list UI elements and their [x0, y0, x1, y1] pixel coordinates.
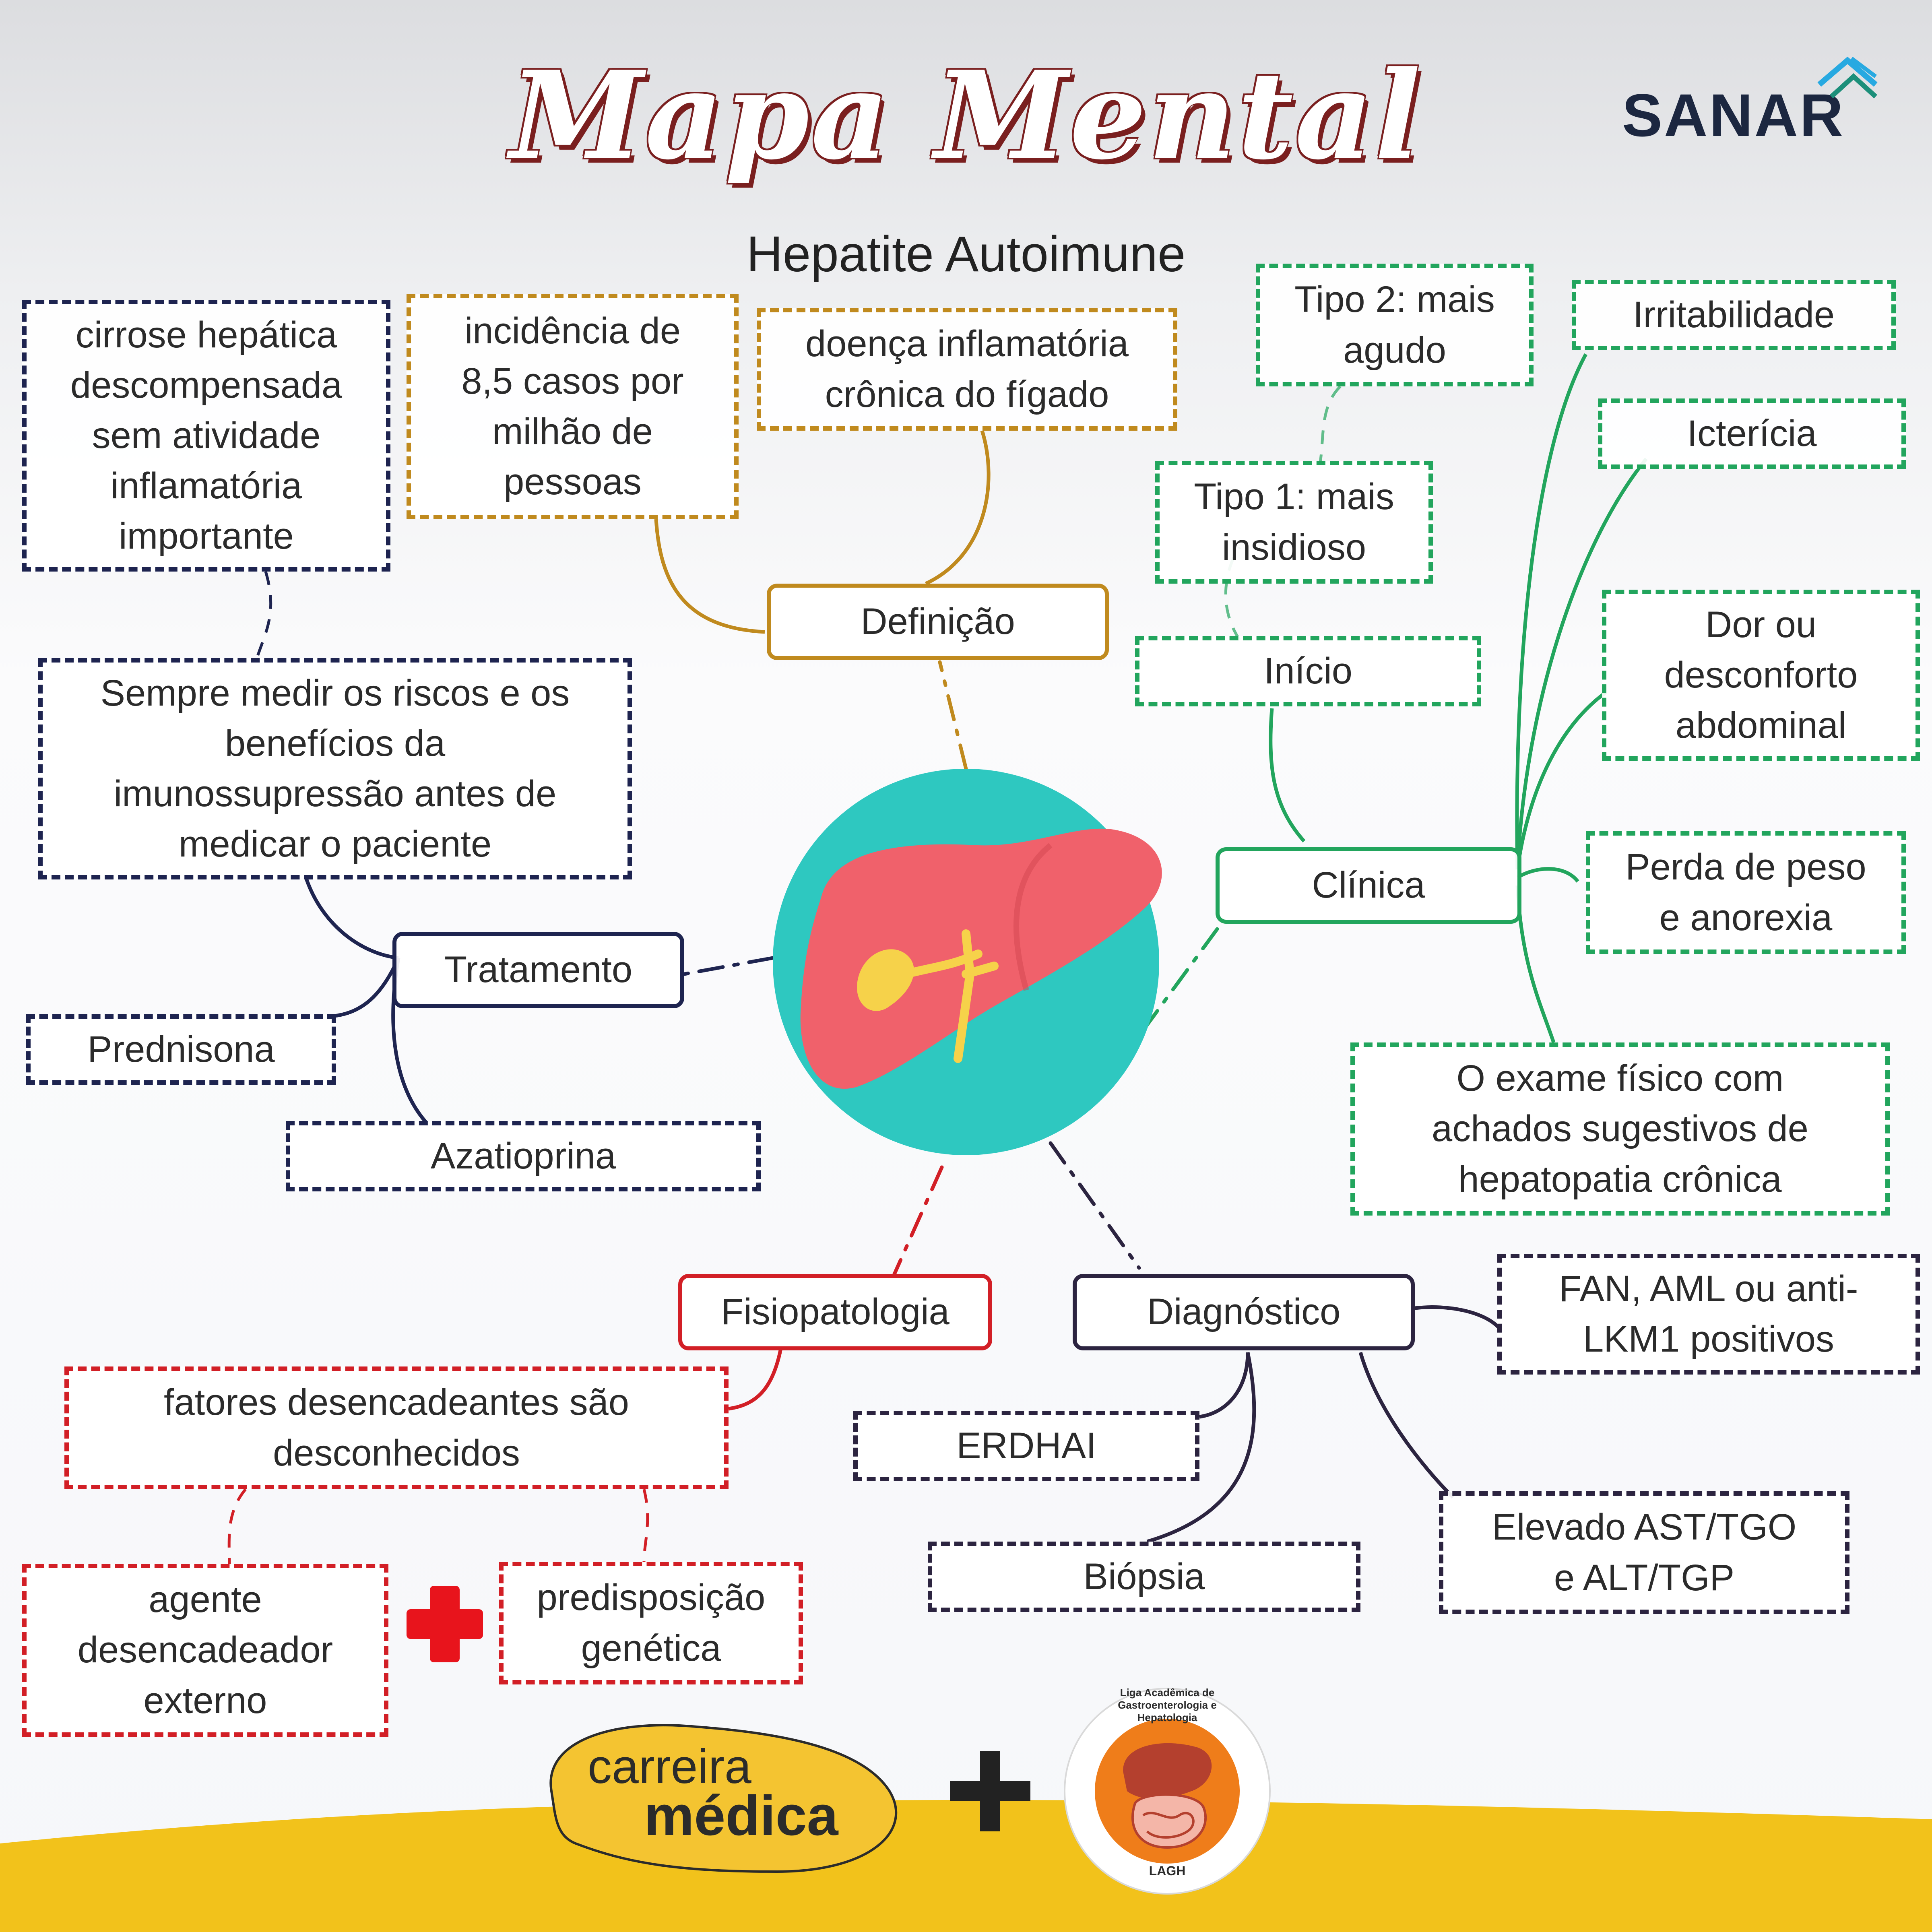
- node-fisiopatologia[interactable]: Fisiopatologia: [678, 1274, 992, 1350]
- box-perda-peso: Perda de peso e anorexia: [1586, 831, 1906, 954]
- text-line: imunossupressão antes de: [114, 773, 557, 814]
- carreira-medica-line2: médica: [644, 1784, 838, 1847]
- box-biopsia-label: Biópsia: [1083, 1556, 1205, 1597]
- node-tratamento-label: Tratamento: [444, 949, 632, 991]
- box-dor-abdominal: Dor ou desconforto abdominal: [1602, 590, 1920, 761]
- page-subtitle: Hepatite Autoimune: [746, 226, 1186, 282]
- box-erdhai: ERDHAI: [853, 1411, 1199, 1481]
- text-line: insidioso: [1222, 526, 1366, 568]
- text-line: milhão de: [492, 411, 653, 452]
- box-tipo1: Tipo 1: mais insidioso: [1155, 461, 1433, 584]
- box-agente: agente desencadeador externo: [22, 1564, 388, 1737]
- box-irritabilidade: Irritabilidade: [1572, 280, 1896, 350]
- text-line: Dor ou: [1705, 604, 1817, 645]
- text-line: fatores desencadeantes são: [164, 1382, 629, 1423]
- text-line: descompensada: [70, 364, 343, 406]
- sanar-mark-icon: [1817, 56, 1878, 99]
- footer-yellow-band: [0, 1800, 1932, 1932]
- box-ictericia-label: Icterícia: [1687, 413, 1817, 454]
- text-line: LKM1 positivos: [1583, 1319, 1834, 1360]
- carreira-medica-logo: carreira médica: [527, 1703, 914, 1880]
- node-clinica[interactable]: Clínica: [1216, 847, 1521, 924]
- box-exame-fisico: O exame físico com achados sugestivos de…: [1350, 1042, 1890, 1216]
- box-doenca-inflamatoria: doença inflamatória crônica do fígado: [757, 308, 1177, 431]
- box-elevado-ast: Elevado AST/TGO e ALT/TGP: [1439, 1491, 1849, 1614]
- page-title: Mapa Mental: [510, 44, 1422, 186]
- text-line: achados sugestivos de: [1432, 1108, 1808, 1150]
- text-line: 8,5 casos por: [461, 360, 684, 402]
- box-inicio: Início: [1135, 636, 1481, 706]
- text-line: e anorexia: [1659, 897, 1833, 938]
- box-incidencia: incidência de 8,5 casos por milhão de pe…: [407, 294, 739, 519]
- node-tratamento[interactable]: Tratamento: [392, 932, 684, 1008]
- text-line: hepatopatia crônica: [1458, 1158, 1782, 1200]
- box-prednisona-label: Prednisona: [87, 1028, 275, 1070]
- liver-icon: [800, 828, 1162, 1089]
- text-line: inflamatória: [110, 465, 302, 507]
- lagh-abbr: LAGH: [1149, 1864, 1186, 1878]
- text-line: crônica do fígado: [825, 374, 1109, 415]
- box-prednisona: Prednisona: [26, 1014, 336, 1085]
- text-line: pessoas: [504, 461, 642, 503]
- text-line: abdominal: [1675, 705, 1847, 746]
- text-line: desconforto: [1664, 654, 1858, 696]
- text-line: e ALT/TGP: [1554, 1557, 1735, 1598]
- text-line: agudo: [1343, 329, 1446, 371]
- box-tipo2: Tipo 2: mais agudo: [1256, 264, 1534, 386]
- box-cirrose: cirrose hepática descompensada sem ativi…: [22, 300, 390, 572]
- text-line: genética: [581, 1627, 721, 1669]
- liver-illustration: [773, 769, 1162, 1155]
- text-line: Elevado AST/TGO: [1492, 1507, 1797, 1548]
- box-azatioprina: Azatioprina: [286, 1121, 761, 1191]
- text-line: cirrose hepática: [75, 314, 337, 355]
- text-line: O exame físico com: [1456, 1058, 1784, 1099]
- sanar-logo: SANAR: [1622, 56, 1878, 150]
- node-diagnostico-label: Diagnóstico: [1147, 1291, 1341, 1333]
- text-line: Sempre medir os riscos e os: [100, 672, 570, 714]
- box-biopsia: Biópsia: [928, 1542, 1360, 1612]
- text-line: sem atividade: [92, 415, 321, 456]
- node-fisiopatologia-label: Fisiopatologia: [721, 1291, 949, 1333]
- text-line: importante: [119, 516, 294, 557]
- box-ictericia: Icterícia: [1598, 398, 1906, 469]
- text-line: Tipo 1: mais: [1194, 476, 1394, 518]
- text-line: predisposição: [537, 1577, 766, 1618]
- text-line: externo: [143, 1680, 267, 1721]
- text-line: Tipo 2: mais: [1294, 279, 1495, 320]
- node-clinica-label: Clínica: [1312, 865, 1425, 906]
- text-line: Perda de peso: [1625, 846, 1866, 888]
- box-fan-aml: FAN, AML ou anti- LKM1 positivos: [1497, 1254, 1920, 1375]
- lagh-ring-text: Liga Acadêmica de Gastroenterologia e He…: [1118, 1686, 1217, 1724]
- text-line: agente: [149, 1579, 262, 1620]
- box-irritabilidade-label: Irritabilidade: [1633, 294, 1835, 335]
- box-azatioprina-label: Azatioprina: [430, 1135, 616, 1177]
- lagh-seal-icon: [1064, 1688, 1271, 1895]
- text-line: benefícios da: [225, 722, 446, 764]
- plus-sign-icon: [950, 1751, 1030, 1831]
- sanar-logo-text: SANAR: [1622, 81, 1845, 149]
- box-inicio-label: Início: [1264, 650, 1352, 691]
- text-line: incidência de: [464, 310, 681, 351]
- text-line: desencadeador: [77, 1629, 333, 1671]
- carreira-medica-line1: carreira: [588, 1740, 751, 1794]
- box-sempre-medir: Sempre medir os riscos e os benefícios d…: [38, 658, 632, 879]
- node-definicao[interactable]: Definição: [767, 584, 1109, 660]
- box-predisposicao: predisposição genética: [499, 1562, 803, 1684]
- box-incidencia-text: incidência de 8,5 casos por milhão de pe…: [461, 306, 683, 507]
- node-diagnostico[interactable]: Diagnóstico: [1073, 1274, 1415, 1350]
- text-line: medicar o paciente: [178, 824, 492, 865]
- plus-icon: [407, 1586, 483, 1662]
- carreira-medica-blob-icon: [549, 1724, 898, 1873]
- box-erdhai-label: ERDHAI: [956, 1425, 1096, 1466]
- text-line: desconhecidos: [273, 1432, 520, 1474]
- lagh-logo: Liga Acadêmica de Gastroenterologia e He…: [1063, 1686, 1272, 1896]
- box-fatores: fatores desencadeantes são desconhecidos: [64, 1366, 729, 1489]
- node-definicao-label: Definição: [861, 601, 1015, 642]
- text-line: FAN, AML ou anti-: [1559, 1268, 1858, 1309]
- text-line: doença inflamatória: [805, 323, 1129, 365]
